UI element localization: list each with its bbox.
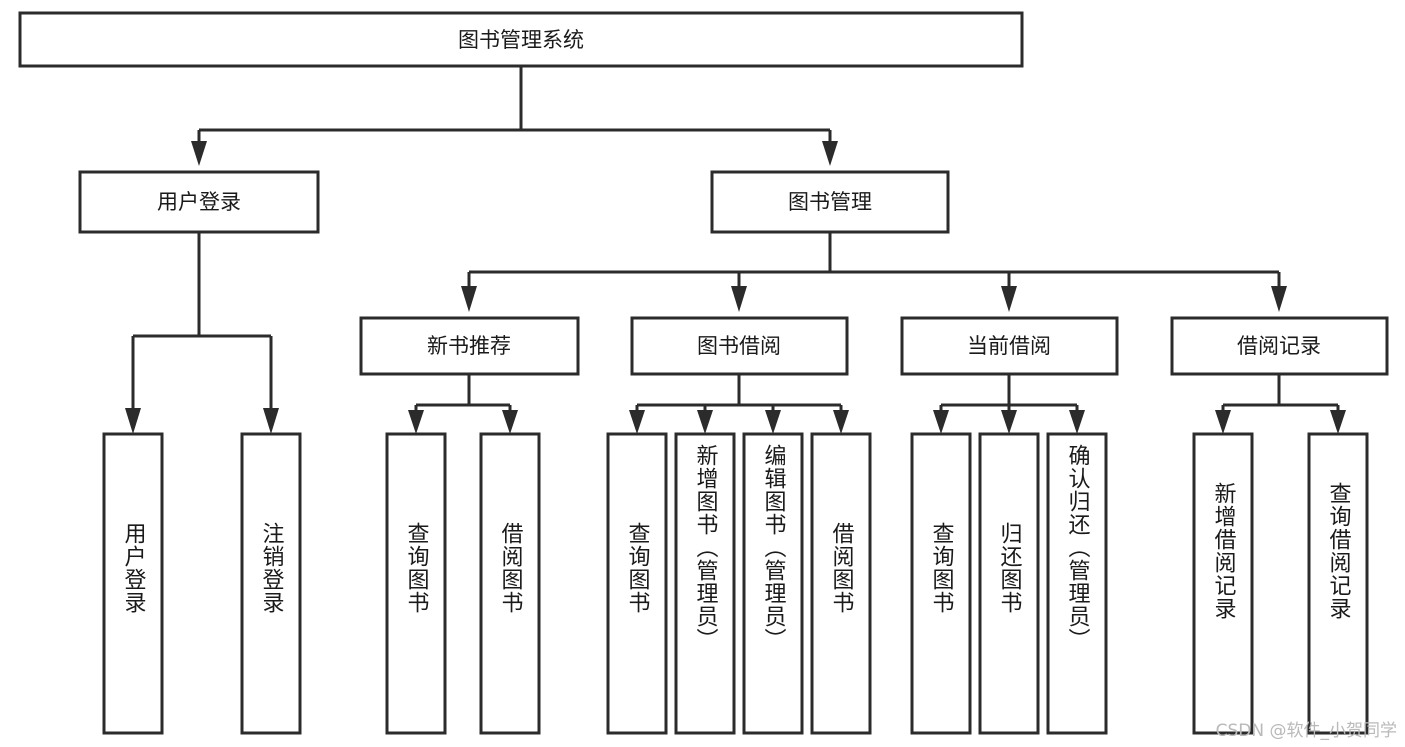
node-borrow-record-box[interactable] [1170, 316, 1389, 376]
node-user-login-label: 用户登录 [157, 190, 241, 214]
node-book-borrow[interactable]: 图书借阅 [630, 316, 849, 376]
leaf-box-borrow-book-2[interactable] [810, 432, 872, 735]
leaf-box-query-book-1[interactable] [385, 432, 447, 735]
node-root-box[interactable] [18, 11, 1024, 68]
leaf-box-logout[interactable] [240, 432, 302, 735]
arrowhead-to-book-borrow [731, 286, 747, 312]
leaf-box-query-record[interactable] [1307, 432, 1369, 735]
node-new-book-rec[interactable]: 新书推荐 [359, 316, 580, 376]
arrowhead-leaf-query-book-2 [629, 410, 645, 434]
arrowhead-leaf-borrow-book-1 [502, 410, 518, 434]
arrowhead-leaf-add-book [697, 410, 713, 434]
node-root-label: 图书管理系统 [458, 28, 584, 52]
leaf-box-query-book-2[interactable] [606, 432, 668, 735]
arrowhead-leaf-return-book [1001, 410, 1017, 434]
node-book-borrow-box[interactable] [630, 316, 849, 376]
leaf-box-return-book[interactable] [978, 432, 1040, 735]
leaf-box-add-record[interactable] [1192, 432, 1254, 735]
node-user-login[interactable]: 用户登录 [78, 170, 320, 234]
arrowhead-leaf-add-record [1215, 410, 1231, 434]
leaf-box-add-book[interactable] [674, 432, 736, 735]
node-new-book-rec-box[interactable] [359, 316, 580, 376]
arrowhead-leaf-user-login [125, 408, 141, 434]
arrowhead-to-userlogin [191, 141, 207, 166]
node-root[interactable]: 图书管理系统 [18, 11, 1024, 68]
arrowhead-leaf-query-record [1330, 410, 1346, 434]
node-book-manage-box[interactable] [710, 170, 950, 234]
arrowhead-leaf-edit-book [765, 410, 781, 434]
node-book-borrow-label: 图书借阅 [697, 334, 781, 358]
arrowhead-leaf-borrow-book-2 [833, 410, 849, 434]
arrowhead-leaf-query-book-1 [408, 410, 424, 434]
arrowhead-to-borrow-record [1271, 286, 1287, 312]
node-current-borrow-box[interactable] [900, 316, 1119, 376]
leaf-box-borrow-book-1[interactable] [479, 432, 541, 735]
arrowhead-leaf-confirm-return [1069, 410, 1085, 434]
arrowhead-to-bookmanage [822, 141, 838, 166]
arrowhead-leaf-logout [263, 408, 279, 434]
leaf-box-confirm-return[interactable] [1046, 432, 1108, 735]
leaf-box-query-book-3[interactable] [910, 432, 972, 735]
node-borrow-record[interactable]: 借阅记录 [1170, 316, 1389, 376]
node-new-book-rec-label: 新书推荐 [427, 334, 511, 358]
node-book-manage-label: 图书管理 [788, 190, 872, 214]
leaf-box-user-login[interactable] [102, 432, 164, 735]
arrowhead-leaf-query-book-3 [933, 410, 949, 434]
node-borrow-record-label: 借阅记录 [1237, 334, 1321, 358]
leaf-box-edit-book[interactable] [742, 432, 804, 735]
arrowhead-to-current-borrow [1001, 286, 1017, 312]
node-current-borrow[interactable]: 当前借阅 [900, 316, 1119, 376]
node-current-borrow-label: 当前借阅 [967, 334, 1051, 358]
node-book-manage[interactable]: 图书管理 [710, 170, 950, 234]
arrowhead-to-new-book-rec [461, 286, 477, 312]
